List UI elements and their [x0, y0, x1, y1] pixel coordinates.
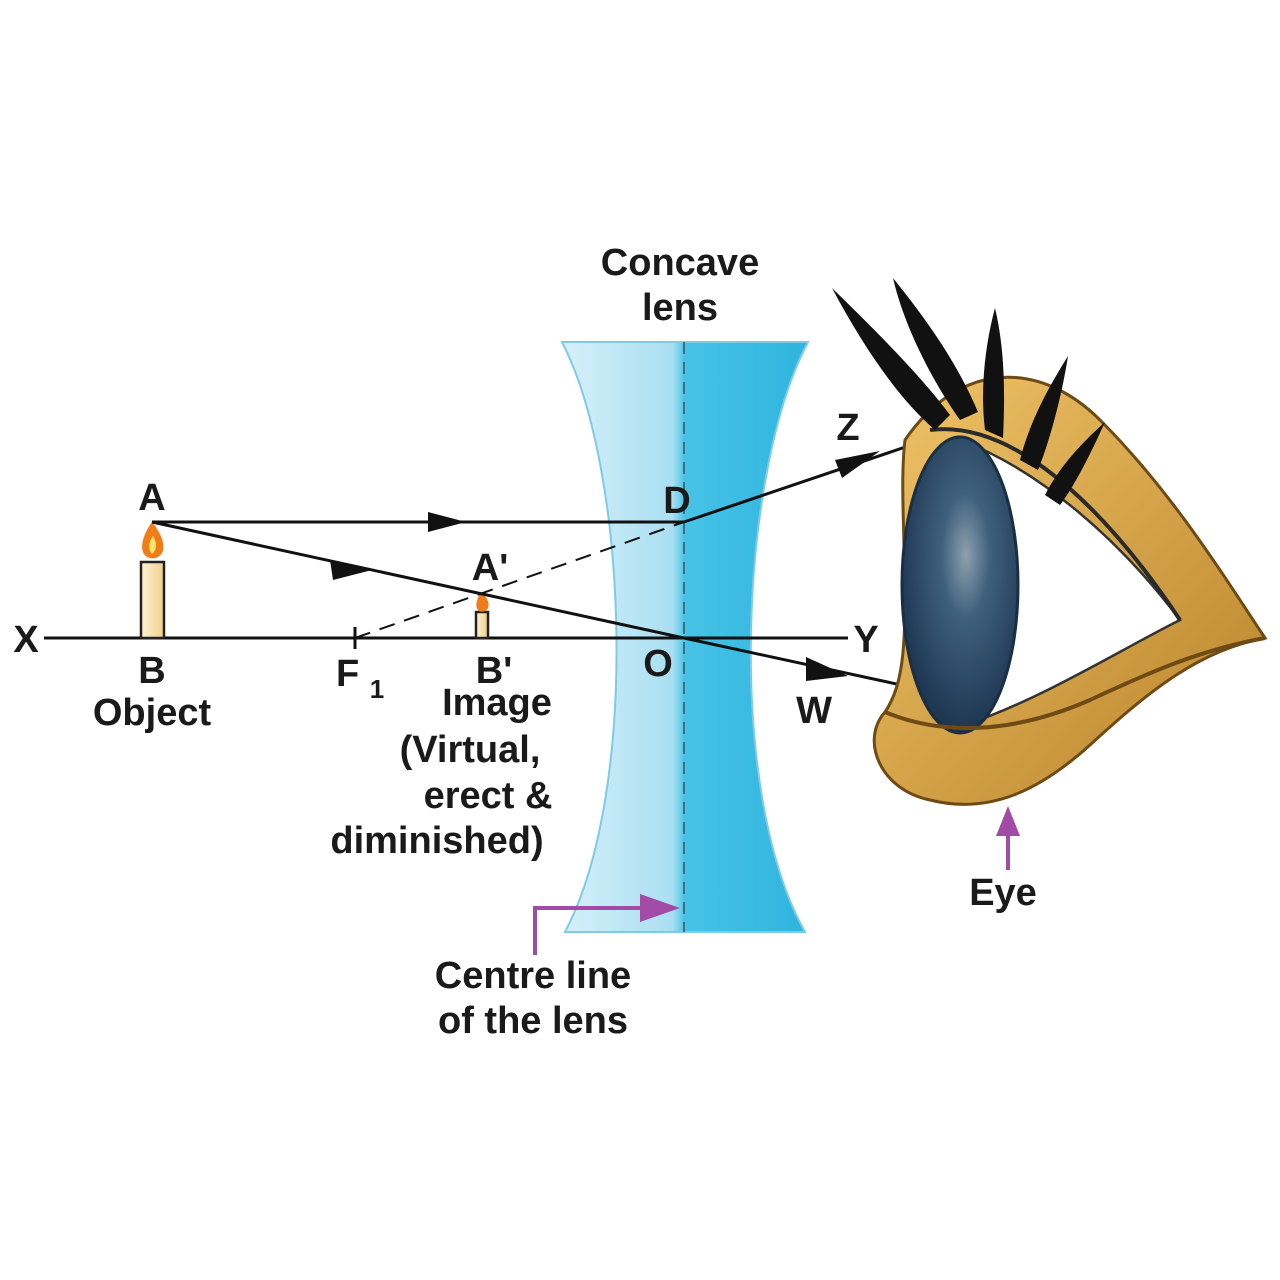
- label-b: B: [138, 650, 165, 692]
- eye-icon: [832, 278, 1268, 806]
- image-label-line4: diminished): [330, 820, 543, 862]
- lens-title-line1: Concave: [601, 242, 759, 284]
- centre-line-label-line2: of the lens: [438, 1000, 628, 1042]
- centre-line-label-line1: Centre line: [435, 955, 631, 997]
- label-f-main: F: [336, 653, 359, 695]
- ray-refracted-arrow: [835, 451, 880, 478]
- ray-emergent-ow: [683, 636, 916, 690]
- ray-through-centre-arrow: [330, 560, 372, 580]
- lens-title-line2: lens: [642, 287, 718, 329]
- label-x: X: [13, 619, 39, 661]
- ray-through-centre: [151, 520, 685, 640]
- image-label-line2: (Virtual,: [400, 729, 541, 771]
- label-w: W: [796, 690, 832, 732]
- eye-label: Eye: [969, 872, 1037, 914]
- candle-icon: [139, 522, 166, 640]
- eye-iris: [900, 435, 1020, 735]
- image-candle: [474, 592, 490, 640]
- ray-parallel-arrow: [428, 512, 466, 532]
- light-rays: [151, 435, 936, 690]
- label-z: Z: [836, 407, 859, 449]
- label-f-subscript: 1: [370, 674, 384, 704]
- ray-emergent-arrow: [806, 657, 848, 681]
- object-candle: [139, 560, 166, 640]
- label-a: A: [138, 477, 165, 519]
- ray-virtual-extension: [354, 521, 685, 639]
- label-b-prime: B': [476, 650, 512, 692]
- label-d: D: [663, 480, 690, 522]
- label-f: F 1: [336, 653, 384, 704]
- object-label: Object: [93, 692, 212, 734]
- image-label-line1: Image: [442, 682, 552, 724]
- eyelashes: [832, 278, 1105, 505]
- centre-line-pointer: [533, 906, 640, 955]
- label-a-prime: A': [472, 547, 508, 589]
- label-o: O: [643, 643, 673, 685]
- image-label-line3: erect &: [424, 775, 553, 817]
- label-y: Y: [853, 619, 878, 661]
- ray-refracted-dz: [683, 435, 936, 524]
